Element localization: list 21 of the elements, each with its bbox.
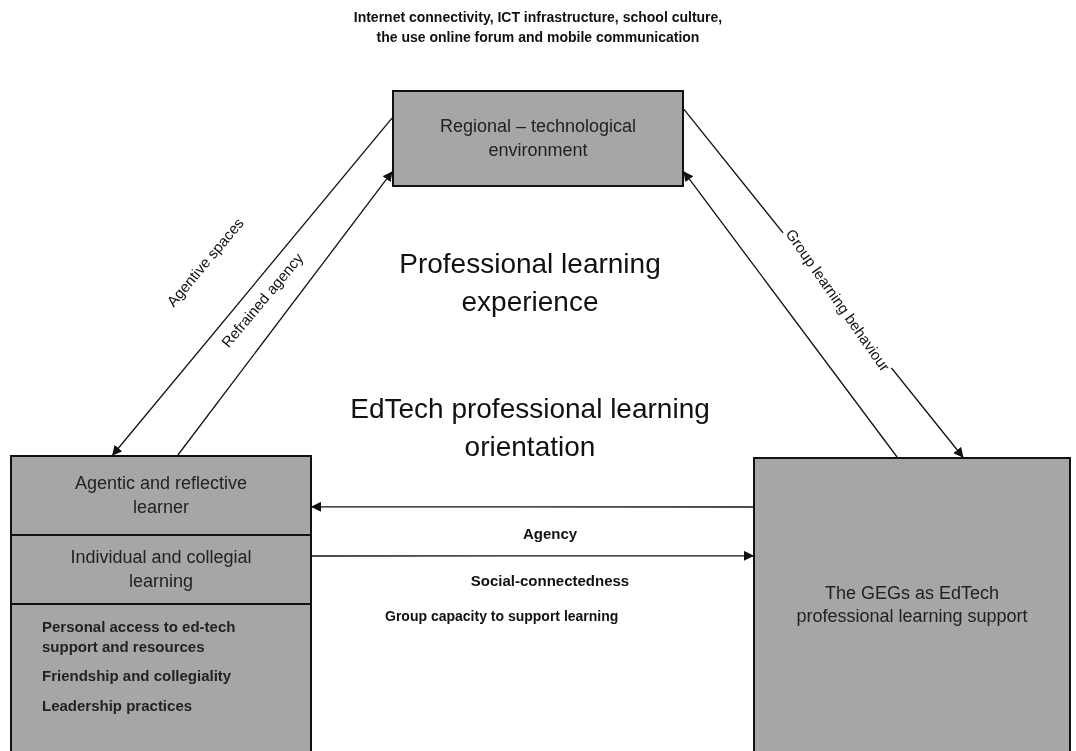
arrow (311, 501, 754, 512)
note-text: Internet connectivity, ICT infrastructure, school culture, the use online forum and mobile communication (352, 8, 724, 47)
arrow (311, 550, 754, 561)
process-box (10, 603, 312, 751)
box-text: Agentic and reflective learner (73, 472, 249, 519)
arrow (683, 171, 898, 458)
process-box (753, 457, 1071, 751)
center-heading: EdTech professional learning orientation (349, 392, 711, 464)
arrow (177, 171, 393, 456)
process-box (10, 534, 312, 605)
center-heading: Professional learning experience (398, 247, 662, 319)
box-text: Friendship and collegiality (42, 666, 232, 686)
box-text: Personal access to ed-tech support and resources (42, 617, 237, 656)
box-text: Individual and collegial learning (69, 546, 253, 593)
process-box (392, 90, 684, 187)
arrow (112, 117, 393, 456)
box-text: Regional – technological environment (438, 115, 638, 162)
process-box (10, 455, 312, 536)
box-text: Leadership practices (42, 695, 193, 715)
edge-note: Group capacity to support learning (385, 608, 619, 624)
box-text: The GEGs as EdTech professional learning support (795, 581, 1029, 628)
